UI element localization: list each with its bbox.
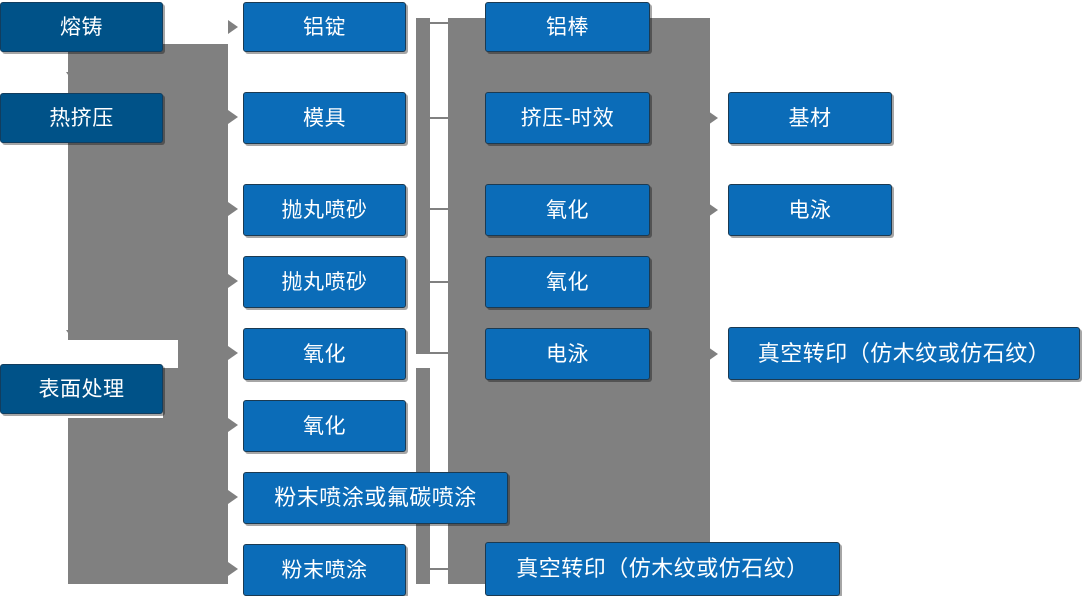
step1-item-oxidation-1[interactable]: 氧化 bbox=[243, 328, 406, 380]
step2-label-vacuum-transfer-printing: 真空转印（仿木纹或仿石纹） bbox=[516, 556, 809, 581]
step1-item-mold[interactable]: 模具 bbox=[243, 92, 406, 144]
arrow-down-melt-to-extrusion bbox=[66, 72, 80, 82]
connector-notch-left bbox=[68, 340, 178, 368]
stage-item-melt-cast[interactable]: 熔铸 bbox=[0, 2, 163, 52]
stage-item-surface-treatment[interactable]: 表面处理 bbox=[0, 364, 163, 414]
step3-item-electrophoresis[interactable]: 电泳 bbox=[728, 184, 892, 236]
stage-item-hot-extrusion[interactable]: 热挤压 bbox=[0, 93, 163, 143]
arrow-to-shot-blasting-2 bbox=[228, 274, 238, 288]
arrow-to-mold bbox=[228, 110, 238, 124]
connector-band-mid-left bbox=[416, 18, 430, 584]
step3-label-substrate: 基材 bbox=[788, 106, 832, 130]
step2-item-extrusion-aging[interactable]: 挤压-时效 bbox=[485, 92, 650, 144]
connector-gap-mid bbox=[416, 354, 448, 368]
step2-item-oxidation-1[interactable]: 氧化 bbox=[485, 184, 650, 236]
stage-label-hot-extrusion: 热挤压 bbox=[49, 106, 114, 130]
step3-label-electrophoresis: 电泳 bbox=[788, 198, 832, 222]
step1-item-powder-or-fluorocarbon-coating[interactable]: 粉末喷涂或氟碳喷涂 bbox=[243, 472, 508, 524]
arrow-to-powder-coating bbox=[228, 562, 238, 576]
arrow-to-oxidation-2 bbox=[228, 418, 238, 432]
step2-label-oxidation-1: 氧化 bbox=[546, 198, 589, 222]
arrow-to-oxidation-1 bbox=[228, 346, 238, 360]
step1-item-shot-blasting-1[interactable]: 抛丸喷砂 bbox=[243, 184, 406, 236]
arrow-to-electrophoresis-right bbox=[708, 203, 718, 217]
step2-label-electrophoresis: 电泳 bbox=[546, 342, 589, 366]
step1-label-powder-or-fluorocarbon-coating: 粉末喷涂或氟碳喷涂 bbox=[274, 485, 477, 510]
tick-row-1 bbox=[430, 22, 448, 24]
step1-label-aluminum-ingot: 铝锭 bbox=[303, 15, 346, 39]
arrow-to-substrate bbox=[708, 111, 718, 125]
stage-label-melt-cast: 熔铸 bbox=[60, 15, 103, 39]
arrow-to-shot-blasting-1 bbox=[228, 202, 238, 216]
step1-label-shot-blasting-1: 抛丸喷砂 bbox=[281, 198, 368, 222]
step1-label-oxidation-1: 氧化 bbox=[303, 342, 346, 366]
arrow-to-aluminum-ingot bbox=[228, 20, 238, 34]
arrow-down-extrusion-to-surface bbox=[66, 330, 80, 340]
step1-label-shot-blasting-2: 抛丸喷砂 bbox=[281, 270, 368, 294]
step1-label-powder-coating: 粉末喷涂 bbox=[281, 558, 368, 582]
step1-label-oxidation-2: 氧化 bbox=[303, 414, 346, 438]
tick-row-4 bbox=[430, 281, 448, 283]
connector-gap-mid-2 bbox=[430, 530, 448, 544]
step1-item-shot-blasting-2[interactable]: 抛丸喷砂 bbox=[243, 256, 406, 308]
step2-item-electrophoresis[interactable]: 电泳 bbox=[485, 328, 650, 380]
step3-item-vacuum-transfer-printing[interactable]: 真空转印（仿木纹或仿石纹） bbox=[728, 327, 1080, 380]
step3-item-substrate[interactable]: 基材 bbox=[728, 92, 892, 144]
arrow-to-powder-or-fluorocarbon bbox=[228, 490, 238, 504]
step2-label-aluminum-bar: 铝棒 bbox=[546, 15, 589, 39]
tick-row-2 bbox=[430, 117, 448, 119]
tick-row-6 bbox=[430, 568, 448, 570]
step1-item-oxidation-2[interactable]: 氧化 bbox=[243, 400, 406, 452]
step2-label-oxidation-2: 氧化 bbox=[546, 270, 589, 294]
stage-label-surface-treatment: 表面处理 bbox=[38, 377, 125, 401]
step1-item-powder-coating[interactable]: 粉末喷涂 bbox=[243, 544, 406, 596]
step2-item-oxidation-2[interactable]: 氧化 bbox=[485, 256, 650, 308]
step1-label-mold: 模具 bbox=[303, 106, 346, 130]
step2-item-vacuum-transfer-printing[interactable]: 真空转印（仿木纹或仿石纹） bbox=[485, 542, 840, 596]
step2-label-extrusion-aging: 挤压-时效 bbox=[520, 106, 615, 130]
arrow-to-vacuum-transfer-right bbox=[708, 347, 718, 361]
stage-surface-connector-line bbox=[163, 388, 185, 390]
step1-item-aluminum-ingot[interactable]: 铝锭 bbox=[243, 2, 406, 52]
step2-item-aluminum-bar[interactable]: 铝棒 bbox=[485, 2, 650, 52]
tick-row-5 bbox=[430, 352, 448, 354]
tick-row-3 bbox=[430, 208, 448, 210]
step3-label-vacuum-transfer-printing: 真空转印（仿木纹或仿石纹） bbox=[757, 340, 1051, 366]
